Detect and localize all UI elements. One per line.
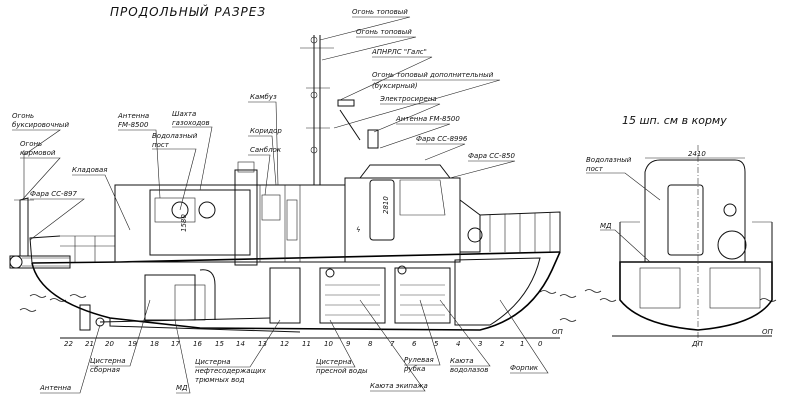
- label-stern-light: Огонь: [20, 140, 42, 148]
- section-label-md: МД: [600, 222, 612, 230]
- frame-5: 5: [434, 340, 439, 348]
- label-forepeak: Форпик: [510, 364, 539, 372]
- frame-9: 9: [346, 340, 351, 348]
- section-label-diver-post-2: пост: [586, 165, 604, 173]
- label-dp-right: ДП: [691, 340, 703, 348]
- frame-11: 11: [302, 340, 311, 348]
- label-diver-post: Водолазный: [152, 132, 198, 140]
- frame-0: 0: [538, 340, 543, 348]
- frame-1: 1: [520, 340, 524, 348]
- section-title: 15 шп. см в корму: [622, 114, 727, 127]
- label-antenna-left-2: FM-8500: [118, 121, 149, 129]
- label-extra-masthead: Огонь топовый дополнительный: [372, 71, 494, 79]
- frame-numbers: 22 21 20 19 18 17 16 15 14 13 12 11 10 9…: [64, 328, 564, 348]
- label-op-left: ОП: [552, 328, 564, 336]
- frame-17: 17: [171, 340, 180, 348]
- frame-8: 8: [368, 340, 373, 348]
- main-title: ПРОДОЛЬНЫЙ РАЗРЕЗ: [110, 4, 266, 19]
- label-storeroom: Кладовая: [72, 166, 107, 174]
- label-wc: Санблок: [250, 146, 282, 154]
- superstructure: ϟ: [114, 161, 483, 266]
- waterline-marks-left: [19, 289, 602, 322]
- label-searchlight-ss850: Фара СС-850: [468, 152, 515, 160]
- label-diver-post-2: пост: [152, 141, 170, 149]
- frame-6: 6: [412, 340, 417, 348]
- frame-12: 12: [280, 340, 289, 348]
- leader-lines: [12, 16, 549, 394]
- label-searchlight-ss8996: Фара СС-8996: [416, 135, 468, 143]
- cross-section: 2410 ОП ДП Водолазный пост МД: [586, 145, 777, 348]
- label-wheelhouse-2: рубка: [403, 365, 425, 373]
- frame-2: 2: [500, 340, 505, 348]
- label-top-light: Огонь топовый: [352, 8, 408, 16]
- label-diver-cabin-2: водолазов: [450, 366, 488, 374]
- label-bottom-antenna: Антенна: [39, 384, 71, 392]
- label-oily-tank: Цистерна: [195, 358, 231, 366]
- frame-15: 15: [215, 340, 224, 348]
- frame-7: 7: [390, 340, 395, 348]
- label-gas-shaft: Шахта: [172, 110, 196, 118]
- frame-16: 16: [193, 340, 202, 348]
- dim-1580: 1580: [180, 214, 188, 232]
- frame-18: 18: [150, 340, 159, 348]
- frame-4: 4: [456, 340, 460, 348]
- label-op-right: ОП: [762, 328, 774, 336]
- frame-21: 21: [85, 340, 94, 348]
- label-gas-shaft-2: газоходов: [172, 119, 210, 127]
- frame-14: 14: [236, 340, 245, 348]
- label-arpa: АПНРЛС "Галс": [371, 48, 427, 56]
- svg-text:ϟ: ϟ: [356, 226, 361, 234]
- frame-13: 13: [258, 340, 267, 348]
- frame-3: 3: [478, 340, 482, 348]
- label-galley: Камбуз: [250, 93, 277, 101]
- label-stern-light-2: кормовой: [20, 149, 56, 157]
- label-collect-tank: Цистерна: [90, 357, 126, 365]
- below-deck: [79, 257, 541, 331]
- frame-20: 20: [105, 340, 114, 348]
- label-masthead-light: Огонь топовый: [356, 28, 412, 36]
- label-oily-tank-2: нефтесодержащих: [195, 367, 267, 375]
- label-oily-tank-3: трюмных вод: [195, 376, 245, 384]
- label-fresh-tank-2: пресной воды: [316, 367, 368, 375]
- label-crew-cabin: Каюта экипажа: [370, 382, 428, 390]
- section-label-diver-post: Водолазный: [586, 156, 632, 164]
- label-md: МД: [176, 384, 188, 392]
- label-diver-cabin: Каюта: [450, 357, 474, 365]
- label-antenna-left: Антенна: [117, 112, 149, 120]
- mast: [300, 35, 379, 185]
- label-extra-masthead-2: (буксирный): [372, 82, 418, 90]
- labels-left: Огонь топовый Огонь топовый АПНРЛС "Галс…: [12, 8, 539, 392]
- label-collect-tank-2: сборная: [90, 366, 120, 374]
- section-dim-width: 2410: [688, 150, 706, 158]
- frame-10: 10: [324, 340, 333, 348]
- frame-19: 19: [128, 340, 137, 348]
- label-antenna-fm8500-right: Антенна FM-8500: [395, 115, 460, 123]
- label-wheelhouse: Рулевая: [404, 356, 434, 364]
- label-tow-light-2: буксировочный: [12, 121, 69, 129]
- label-corridor: Коридор: [250, 127, 282, 135]
- label-tow-light: Огонь: [12, 112, 34, 120]
- dim-2810: 2810: [382, 196, 390, 214]
- label-siren: Электросирена: [379, 95, 437, 103]
- label-searchlight-ss897: Фара СС-897: [30, 190, 77, 198]
- frame-22: 22: [64, 340, 73, 348]
- label-fresh-tank: Цистерна: [316, 358, 352, 366]
